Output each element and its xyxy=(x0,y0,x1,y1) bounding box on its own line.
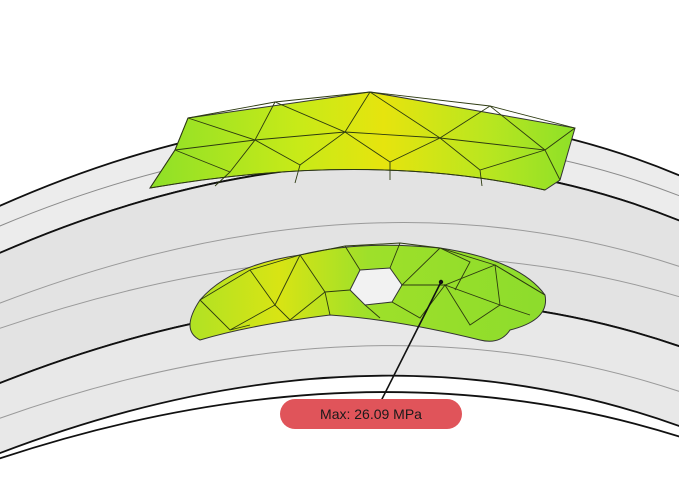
stress-patch-top xyxy=(148,91,576,191)
max-stress-badge[interactable]: Max: 26.09 MPa xyxy=(280,399,462,429)
part-lower-band xyxy=(0,299,679,460)
max-leader-line xyxy=(378,281,442,406)
stress-patch-bottom xyxy=(189,242,547,342)
max-point-marker xyxy=(438,279,444,285)
